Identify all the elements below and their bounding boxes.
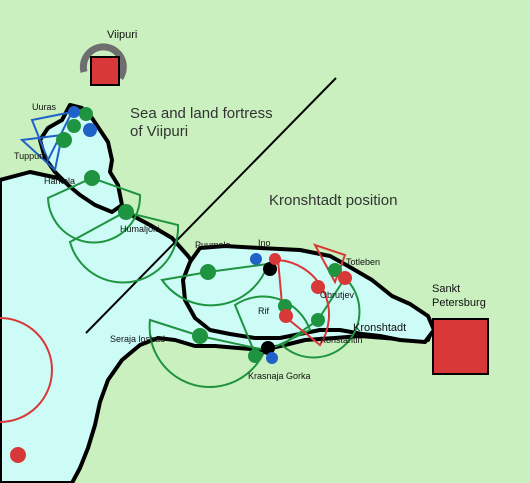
viipuri-castle-marker [90, 56, 120, 86]
label-viipuri-fortress-line2: of Viipuri [130, 123, 188, 140]
label-ino: Ino [258, 238, 271, 248]
green-battery-harkola [84, 170, 100, 186]
label-tuppura: Tuppura [14, 151, 47, 161]
black-battery-ino [263, 262, 277, 276]
green-battery-arc-seraja [148, 318, 267, 388]
green-battery-arc-puumala [160, 262, 270, 307]
label-obrutjev: Obrutjev [320, 290, 355, 300]
blue-battery-arc-tuppura [19, 133, 64, 172]
label-humaljoki: Humaljoki [120, 224, 160, 234]
red-battery-bottom-left [10, 447, 26, 463]
viipuri-bay-water [38, 103, 124, 214]
green-battery-humaljoki [118, 204, 134, 220]
green-battery-arc-humaljoki [68, 210, 180, 284]
green-battery-tuppura [56, 132, 72, 148]
green-battery-totleben [328, 263, 342, 277]
label-sankt-petersburg-line1: Sankt [432, 283, 460, 295]
label-rif: Rif [258, 306, 269, 316]
label-krasnaja-gorka: Krasnaja Gorka [248, 371, 311, 381]
green-battery-arc-krasnaja [233, 295, 312, 358]
red-battery-large-arc [0, 317, 53, 423]
label-harkola: Härkola [44, 176, 75, 186]
blue-battery-uuras [68, 106, 80, 118]
label-seraja-loshad: Seraja loshad [110, 334, 165, 344]
red-battery-ino [269, 253, 281, 265]
fortress-boundary-line [85, 77, 337, 334]
green-battery-uuras-2 [67, 119, 81, 133]
green-battery-arc-konstantin [280, 276, 361, 359]
red-battery-obrutjev [311, 280, 325, 294]
black-battery-krasnaja [261, 341, 275, 355]
label-kronshtadt-position: Kronshtadt position [269, 192, 397, 209]
label-sankt-petersburg-line2: Petersburg [432, 297, 486, 309]
green-battery-seraja [192, 328, 208, 344]
sankt-petersburg-marker [432, 318, 489, 375]
label-puumala: Puumala [195, 240, 231, 250]
label-uuras: Uuras [32, 102, 57, 112]
label-kronshtadt: Kronshtadt [353, 322, 406, 334]
viipuri-ring-icon [79, 43, 127, 80]
label-totleben: Totleben [346, 257, 380, 267]
green-battery-puumala [200, 264, 216, 280]
blue-battery-ino [250, 253, 262, 265]
green-battery-uuras [79, 107, 93, 121]
blue-battery-uuras-2 [83, 123, 97, 137]
blue-battery-krasnaja [266, 352, 278, 364]
label-viipuri: Viipuri [107, 29, 137, 41]
green-battery-konstantin [311, 313, 325, 327]
label-konstantin: Konstantin [320, 335, 363, 345]
red-battery-totleben [338, 271, 352, 285]
green-battery-arc-harkola [46, 176, 142, 244]
red-battery-rif [279, 309, 293, 323]
green-battery-krasnaja [248, 349, 262, 363]
label-viipuri-fortress-line1: Sea and land fortress [130, 105, 273, 122]
kronshtadt-bay-water [181, 244, 436, 344]
